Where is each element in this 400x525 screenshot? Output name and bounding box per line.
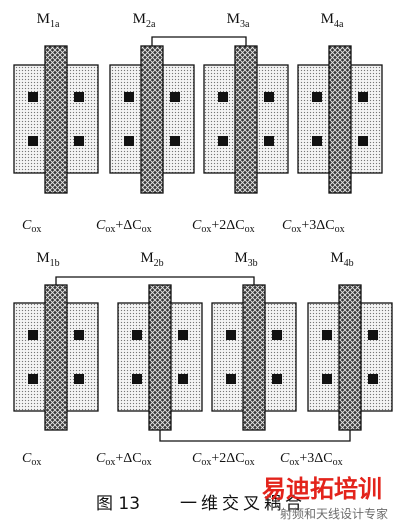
contact: [368, 330, 378, 340]
transistor-m2b: M2b: [117, 250, 203, 431]
gate-poly: [44, 284, 68, 431]
contact: [28, 136, 38, 146]
device-label: M1a: [37, 11, 60, 30]
contact: [312, 92, 322, 102]
contact: [368, 374, 378, 384]
capacitance-label: Cox+3ΔCox: [282, 218, 345, 235]
gate-interconnect: [55, 276, 255, 285]
capacitance-label: Cox+2ΔCox: [192, 451, 255, 468]
capacitance-label: Cox: [22, 451, 41, 468]
capacitance-label: Cox+3ΔCox: [280, 451, 343, 468]
contact: [132, 330, 142, 340]
contact: [226, 374, 236, 384]
contact: [272, 374, 282, 384]
contact: [322, 374, 332, 384]
contact: [312, 136, 322, 146]
contact: [74, 374, 84, 384]
contact: [74, 136, 84, 146]
capacitance-label: Cox: [22, 218, 41, 235]
contact: [272, 330, 282, 340]
device-label: M2b: [140, 250, 163, 269]
transistor-m3b: M3b: [211, 250, 297, 431]
device-label: M1b: [36, 250, 59, 269]
device-label: M4b: [330, 250, 353, 269]
transistor-m4b: M4b: [307, 250, 393, 431]
device-label: M4a: [321, 11, 344, 30]
contact: [132, 374, 142, 384]
gate-poly: [328, 45, 352, 194]
contact: [264, 136, 274, 146]
capacitance-label: Cox+ΔCox: [96, 451, 152, 468]
contact: [358, 136, 368, 146]
device-label: M3b: [234, 250, 257, 269]
contact: [74, 330, 84, 340]
contact: [218, 136, 228, 146]
gate-poly: [148, 284, 172, 431]
contact: [178, 374, 188, 384]
gate-interconnect: [159, 430, 351, 442]
contact: [124, 92, 134, 102]
transistor-m1a: M1a: [13, 11, 99, 194]
contact: [124, 136, 134, 146]
contact: [28, 92, 38, 102]
gate-poly: [234, 45, 258, 194]
capacitance-label: Cox+2ΔCox: [192, 218, 255, 235]
device-label: M2a: [133, 11, 156, 30]
transistor-m4a: M4a: [297, 11, 383, 194]
contact: [358, 92, 368, 102]
transistor-m2a: M2a: [109, 11, 195, 194]
contact: [28, 374, 38, 384]
contact: [264, 92, 274, 102]
contact: [178, 330, 188, 340]
contact: [170, 92, 180, 102]
transistor-m1b: M1b: [13, 250, 99, 431]
transistor-m3a: M3a: [203, 11, 289, 194]
device-label: M3a: [227, 11, 250, 30]
capacitance-label: Cox+ΔCox: [96, 218, 152, 235]
contact: [170, 136, 180, 146]
gate-poly: [44, 45, 68, 194]
contact: [226, 330, 236, 340]
contact: [28, 330, 38, 340]
gate-poly: [338, 284, 362, 431]
contact: [322, 330, 332, 340]
contact: [218, 92, 228, 102]
gate-poly: [140, 45, 164, 194]
gate-poly: [242, 284, 266, 431]
gate-interconnect: [151, 36, 247, 46]
contact: [74, 92, 84, 102]
